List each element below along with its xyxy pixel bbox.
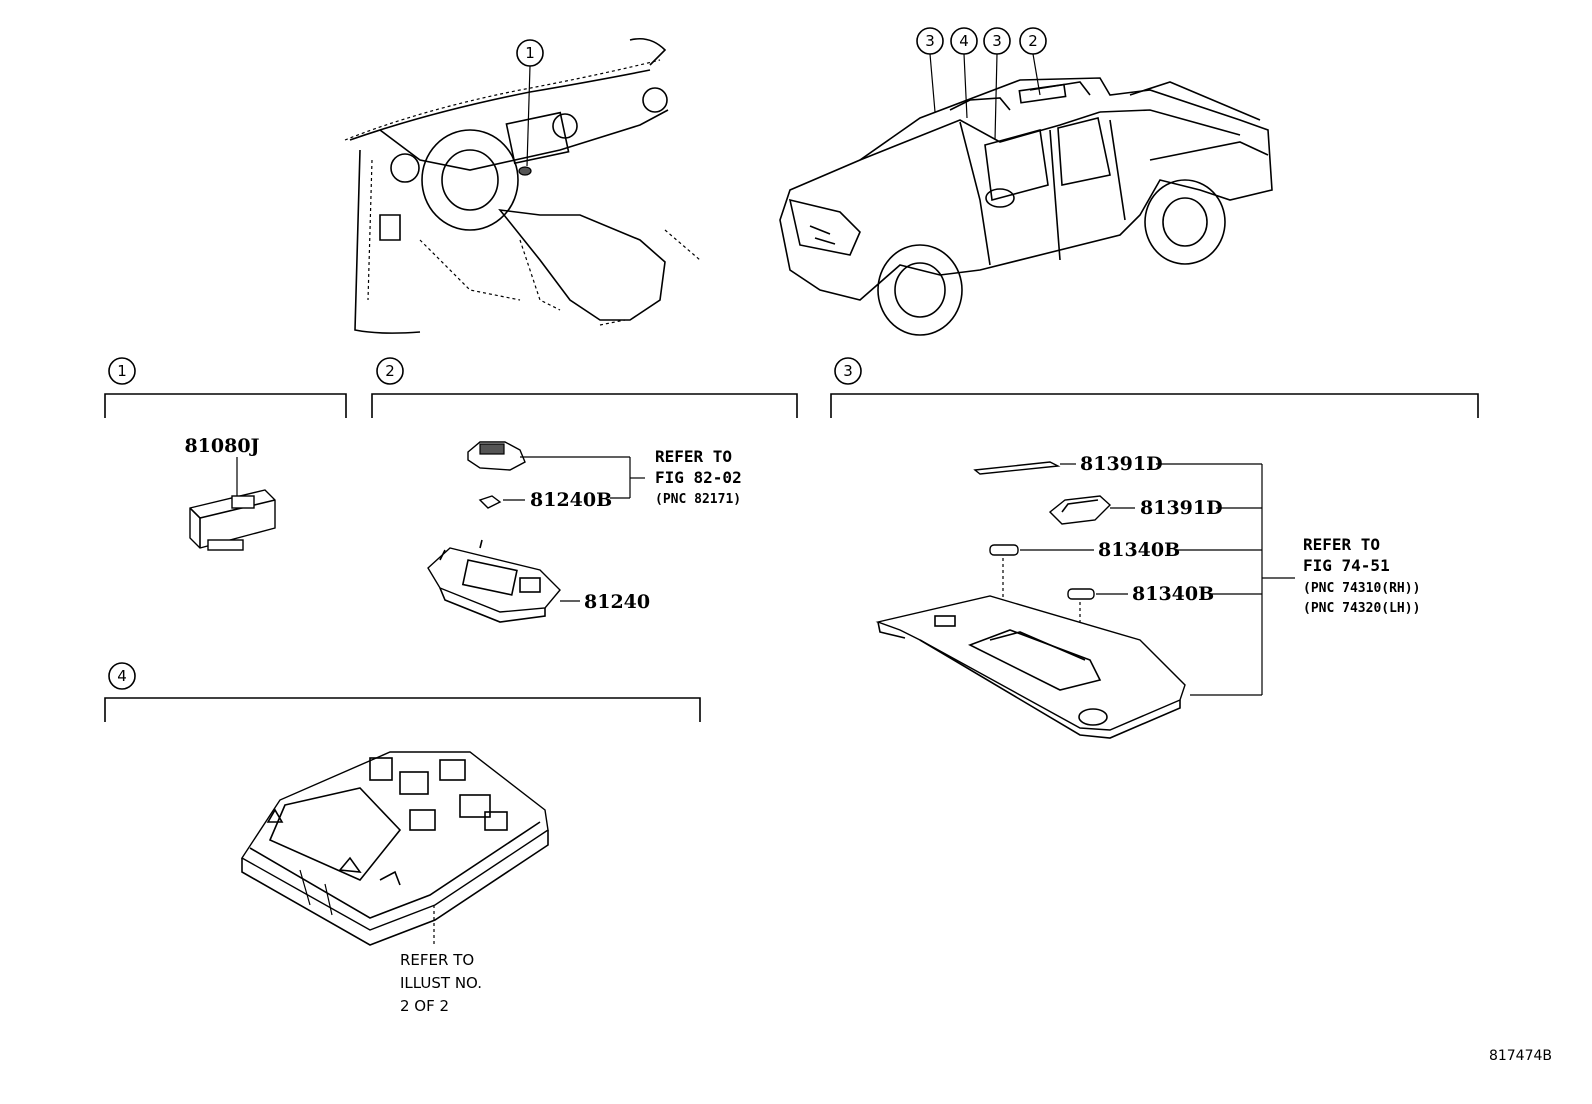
section3-refer-4: (PNC 74320(LH)) [1303, 601, 1420, 616]
truck-callout-2: 4 [950, 27, 978, 55]
section3-refer-2: FIG 74-51 [1303, 556, 1390, 575]
section4-refer-1: REFER TO [400, 951, 474, 969]
truck-callout-4: 2 [1019, 27, 1047, 55]
svg-text:2: 2 [1028, 32, 1038, 50]
truck-callout-1: 3 [916, 27, 944, 55]
part-81240: 81240 [584, 591, 650, 613]
mirror-illustration [1048, 495, 1112, 525]
bulb-81240B-illustration [478, 495, 502, 509]
bulb-socket-illustration [467, 441, 526, 471]
section2-refer-2: FIG 82-02 [655, 468, 742, 487]
section4-refer-3: 2 OF 2 [400, 997, 449, 1015]
svg-text:3: 3 [925, 32, 935, 50]
figure-id: 817474B [1489, 1048, 1552, 1064]
bulb-81340B-b-illustration [1067, 588, 1095, 600]
part-81080J: 81080J [184, 435, 259, 457]
section-2: 2 81240B REFER TO FIG 82-02 (PNC 82171) … [371, 357, 798, 623]
mirror-cover-illustration [973, 461, 1061, 475]
part-81340B-b: 81340B [1132, 583, 1214, 605]
part-81391D-a: 81391D [1080, 453, 1163, 475]
truck-illustration [779, 53, 1273, 336]
switch-part-illustration [189, 489, 276, 551]
section2-refer-1: REFER TO [655, 447, 732, 466]
console-assembly-illustration [241, 751, 549, 946]
sun-visor-illustration [875, 595, 1186, 739]
svg-text:1: 1 [117, 362, 127, 380]
section3-refer-1: REFER TO [1303, 535, 1380, 554]
section-4: 4 REFER TO ILLUST NO. 2 OF 2 [104, 662, 701, 1015]
svg-text:3: 3 [992, 32, 1002, 50]
bulb-81340B-a-illustration [989, 544, 1019, 556]
svg-text:4: 4 [959, 32, 969, 50]
section-3: 3 81391D 81391D 81340B 81340B [830, 357, 1479, 739]
svg-text:4: 4 [117, 667, 127, 685]
svg-text:2: 2 [385, 362, 395, 380]
dashboard-illustration [344, 37, 701, 334]
map-lamp-illustration [427, 539, 561, 623]
dash-callout: 1 [516, 39, 544, 67]
truck-callout-3: 3 [983, 27, 1011, 55]
section3-refer-3: (PNC 74310(RH)) [1303, 581, 1420, 596]
section4-refer-2: ILLUST NO. [400, 974, 482, 992]
part-81240B: 81240B [530, 489, 612, 511]
part-81391D-b: 81391D [1140, 497, 1223, 519]
section2-refer-3: (PNC 82171) [655, 492, 741, 507]
section-1: 1 81080J [104, 357, 347, 551]
svg-text:3: 3 [843, 362, 853, 380]
svg-text:1: 1 [525, 44, 535, 62]
part-81340B-a: 81340B [1098, 539, 1180, 561]
